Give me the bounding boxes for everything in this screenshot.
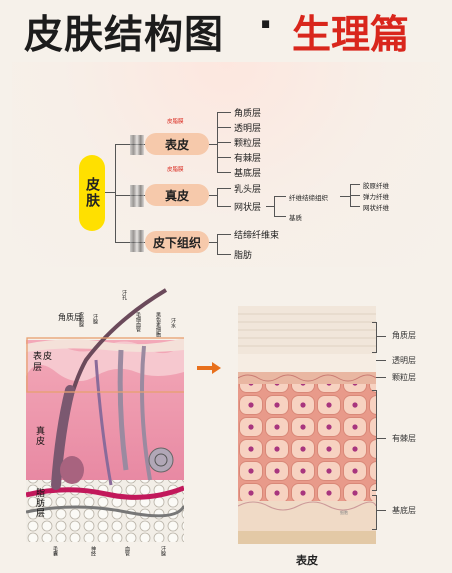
connector — [217, 142, 231, 143]
tag-sebum-bottom: 皮脂膜 — [167, 167, 184, 173]
subcutis-part: 脂肪 — [234, 251, 253, 261]
dermis-part: 乳头层 — [234, 185, 262, 195]
matrix-label: 基质 — [289, 214, 302, 222]
bracket — [372, 490, 377, 491]
epidermis-layer: 透明层 — [234, 124, 262, 134]
left-bottom-label: 汗腺 — [160, 546, 166, 556]
connector — [274, 196, 275, 216]
epidermis-layer: 颗粒层 — [234, 139, 262, 149]
connector — [217, 112, 231, 113]
title-row: 皮肤结构图 · 生理篇 — [0, 0, 452, 58]
title-dot: · — [258, 2, 274, 48]
connector — [217, 188, 231, 189]
connector — [274, 196, 286, 197]
tag-sebum-top: 皮脂膜 — [167, 119, 184, 125]
arrow-right-icon — [197, 362, 221, 374]
bracket — [376, 495, 377, 529]
bracket — [372, 390, 377, 391]
connector — [340, 196, 350, 197]
left-top-label: 汗孔 — [121, 290, 127, 300]
title-sub: 生理篇 — [292, 12, 410, 58]
epidermis-layer: 基底层 — [234, 169, 262, 179]
bracket — [376, 510, 386, 511]
left-bottom-label: 血管 — [124, 546, 130, 556]
connector — [217, 206, 231, 207]
tree-root-skin: 皮肤 — [79, 155, 105, 231]
node-epidermis: 表皮 — [145, 133, 209, 155]
subcutis-part: 结缔纤维束 — [234, 231, 280, 241]
connector — [217, 254, 231, 255]
connector — [350, 184, 360, 185]
left-top-label: 汗水 — [170, 318, 176, 328]
blur-decoration — [130, 185, 144, 207]
fiber-type: 胶原纤维 — [363, 182, 389, 190]
fiber-type: 弹力纤维 — [363, 193, 389, 201]
fiber-type: 网状纤维 — [363, 204, 389, 212]
tree-panel — [12, 62, 440, 267]
right-layer-label: 角质层 — [392, 331, 416, 340]
bracket — [372, 352, 377, 353]
left-bottom-label: 神经 — [90, 546, 96, 556]
connector — [217, 188, 218, 206]
right-layer-label: 基底层 — [392, 506, 416, 515]
connector — [115, 144, 116, 242]
bracket — [372, 322, 377, 323]
left-side-label-epidermis: 表皮层 — [33, 352, 54, 373]
left-side-label-fat: 脂肪层 — [34, 488, 44, 518]
left-side-label-dermis: 真皮 — [34, 426, 44, 446]
right-caption: 表皮 — [296, 554, 318, 567]
connector — [217, 234, 218, 254]
bracket — [372, 529, 377, 530]
connector — [209, 195, 217, 196]
connector — [105, 192, 115, 193]
bracket — [376, 390, 377, 490]
epidermis-layers-illustration — [238, 306, 376, 544]
connector — [350, 206, 360, 207]
left-bottom-label: 毛囊 — [52, 546, 58, 556]
connector — [217, 157, 231, 158]
connector — [217, 234, 231, 235]
node-dermis: 真皮 — [145, 184, 209, 206]
left-top-label: 黑色素细胞 — [155, 312, 161, 337]
left-top-label: 汗腺 — [92, 314, 98, 324]
right-layer-label: 透明层 — [392, 356, 416, 365]
bracket — [372, 495, 377, 496]
epidermis-layer: 角质层 — [234, 109, 262, 119]
title-main: 皮肤结构图 — [24, 12, 225, 58]
dermis-part: 网状层 — [234, 203, 262, 213]
connector — [266, 206, 274, 207]
epidermis-layer: 有棘层 — [234, 154, 262, 164]
connector — [217, 172, 231, 173]
right-layer-label: 有棘层 — [392, 434, 416, 443]
left-top-label: 角质层 — [58, 313, 82, 322]
blur-decoration — [130, 135, 144, 155]
bracket — [376, 377, 386, 378]
connector — [209, 242, 217, 243]
connector — [274, 216, 286, 217]
fiber-tissue-label: 纤维结缔组织 — [289, 194, 328, 202]
left-top-label: 毛细血管 — [135, 312, 141, 332]
bracket — [376, 322, 377, 352]
blur-decoration — [130, 230, 144, 252]
connector — [350, 195, 360, 196]
bracket — [376, 336, 386, 337]
connector — [209, 144, 217, 145]
right-layer-label: 颗粒层 — [392, 373, 416, 382]
skin-cross-section-illustration — [26, 288, 184, 542]
bracket — [376, 438, 386, 439]
cell-tag: 细胞 — [340, 510, 348, 515]
connector — [217, 127, 231, 128]
bracket — [376, 360, 386, 361]
left-top-label: 皮脂腺 — [78, 312, 84, 327]
node-subcutis: 皮下组织 — [145, 231, 209, 253]
